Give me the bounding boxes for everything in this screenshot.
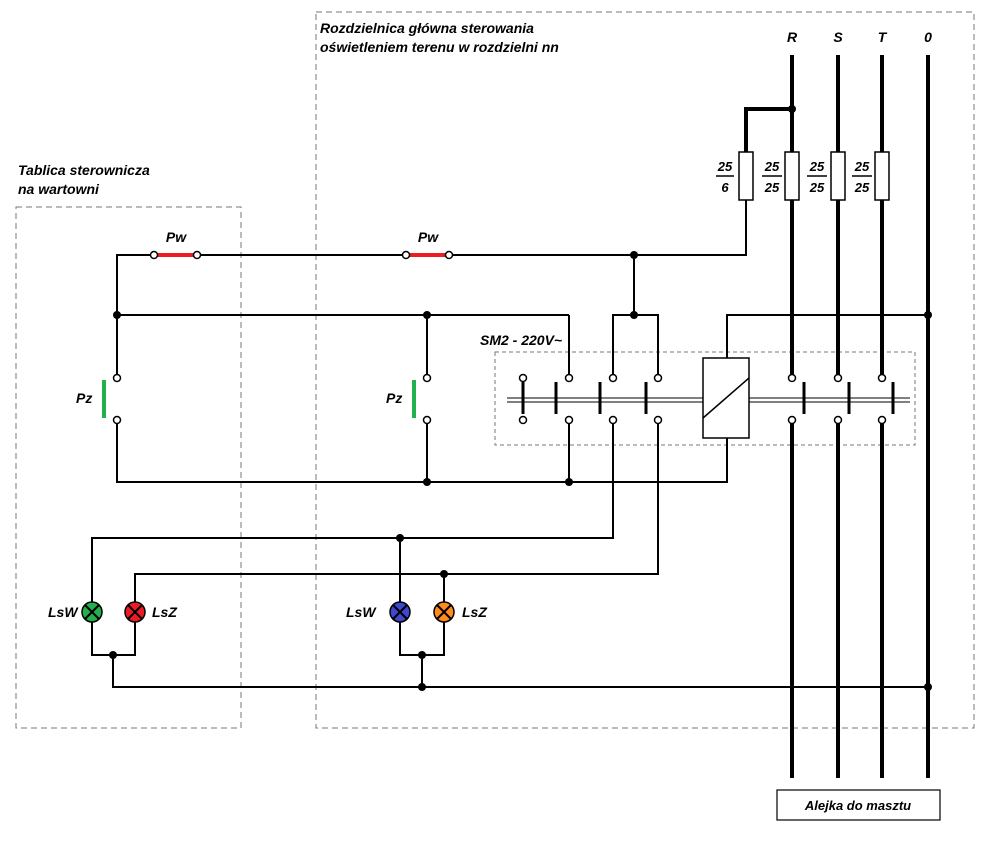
pw-switches bbox=[149, 250, 454, 260]
lamp-label-lsz-main: LsZ bbox=[462, 604, 487, 620]
phase-label-r: R bbox=[787, 29, 798, 45]
guard-panel-title-2: na wartowni bbox=[18, 181, 100, 197]
lamp-label-lsz-guard: LsZ bbox=[152, 604, 177, 620]
lamp-lsz-main bbox=[433, 601, 455, 623]
bus-lines bbox=[744, 55, 930, 778]
control-wiring bbox=[91, 200, 928, 688]
fuse-1-top: 25 bbox=[717, 159, 733, 174]
output-box bbox=[776, 789, 941, 821]
main-panel-title-1: Rozdzielnica główna sterowania bbox=[320, 20, 534, 36]
lamp-lsz-guard bbox=[124, 601, 146, 623]
fuse-2-bottom: 25 bbox=[764, 180, 780, 195]
fuse-2 bbox=[784, 151, 800, 201]
fuses bbox=[738, 151, 890, 201]
pw-label-main: Pw bbox=[418, 229, 439, 245]
pz-label-guard: Pz bbox=[76, 390, 92, 406]
guard-panel-border bbox=[15, 206, 242, 729]
guard-panel-title-1: Tablica sterownicza bbox=[18, 162, 150, 178]
pw-label-guard: Pw bbox=[166, 229, 187, 245]
junction-dots bbox=[109, 105, 932, 691]
fuse-1 bbox=[738, 151, 754, 201]
fuse-4-top: 25 bbox=[854, 159, 870, 174]
fuse-3 bbox=[830, 151, 846, 201]
contactor-coil bbox=[702, 357, 750, 439]
fuse-1-bottom: 6 bbox=[721, 180, 729, 195]
fuse-3-bottom: 25 bbox=[809, 180, 825, 195]
phase-label-0: 0 bbox=[924, 29, 932, 45]
contactor-box bbox=[494, 351, 916, 446]
fuse-3-top: 25 bbox=[809, 159, 825, 174]
phase-label-t: T bbox=[878, 29, 888, 45]
contactor-terminals bbox=[518, 373, 887, 425]
pz-label-main: Pz bbox=[386, 390, 402, 406]
pz-switches bbox=[102, 373, 432, 425]
contactor-contacts bbox=[521, 382, 895, 414]
lamp-label-lsw-guard: LsW bbox=[48, 604, 79, 620]
phase-label-s: S bbox=[833, 29, 843, 45]
fuse-2-top: 25 bbox=[764, 159, 780, 174]
main-panel-title-2: oświetleniem terenu w rozdzielni nn bbox=[320, 39, 559, 55]
contactor-label: SM2 - 220V~ bbox=[480, 332, 562, 348]
fuse-4 bbox=[874, 151, 890, 201]
output-label: Alejka do masztu bbox=[804, 798, 911, 813]
lamp-lsw-guard bbox=[81, 601, 103, 623]
fuse-4-bottom: 25 bbox=[854, 180, 870, 195]
lamp-lsw-main bbox=[389, 601, 411, 623]
lamp-label-lsw-main: LsW bbox=[346, 604, 377, 620]
main-panel-border bbox=[315, 11, 975, 729]
